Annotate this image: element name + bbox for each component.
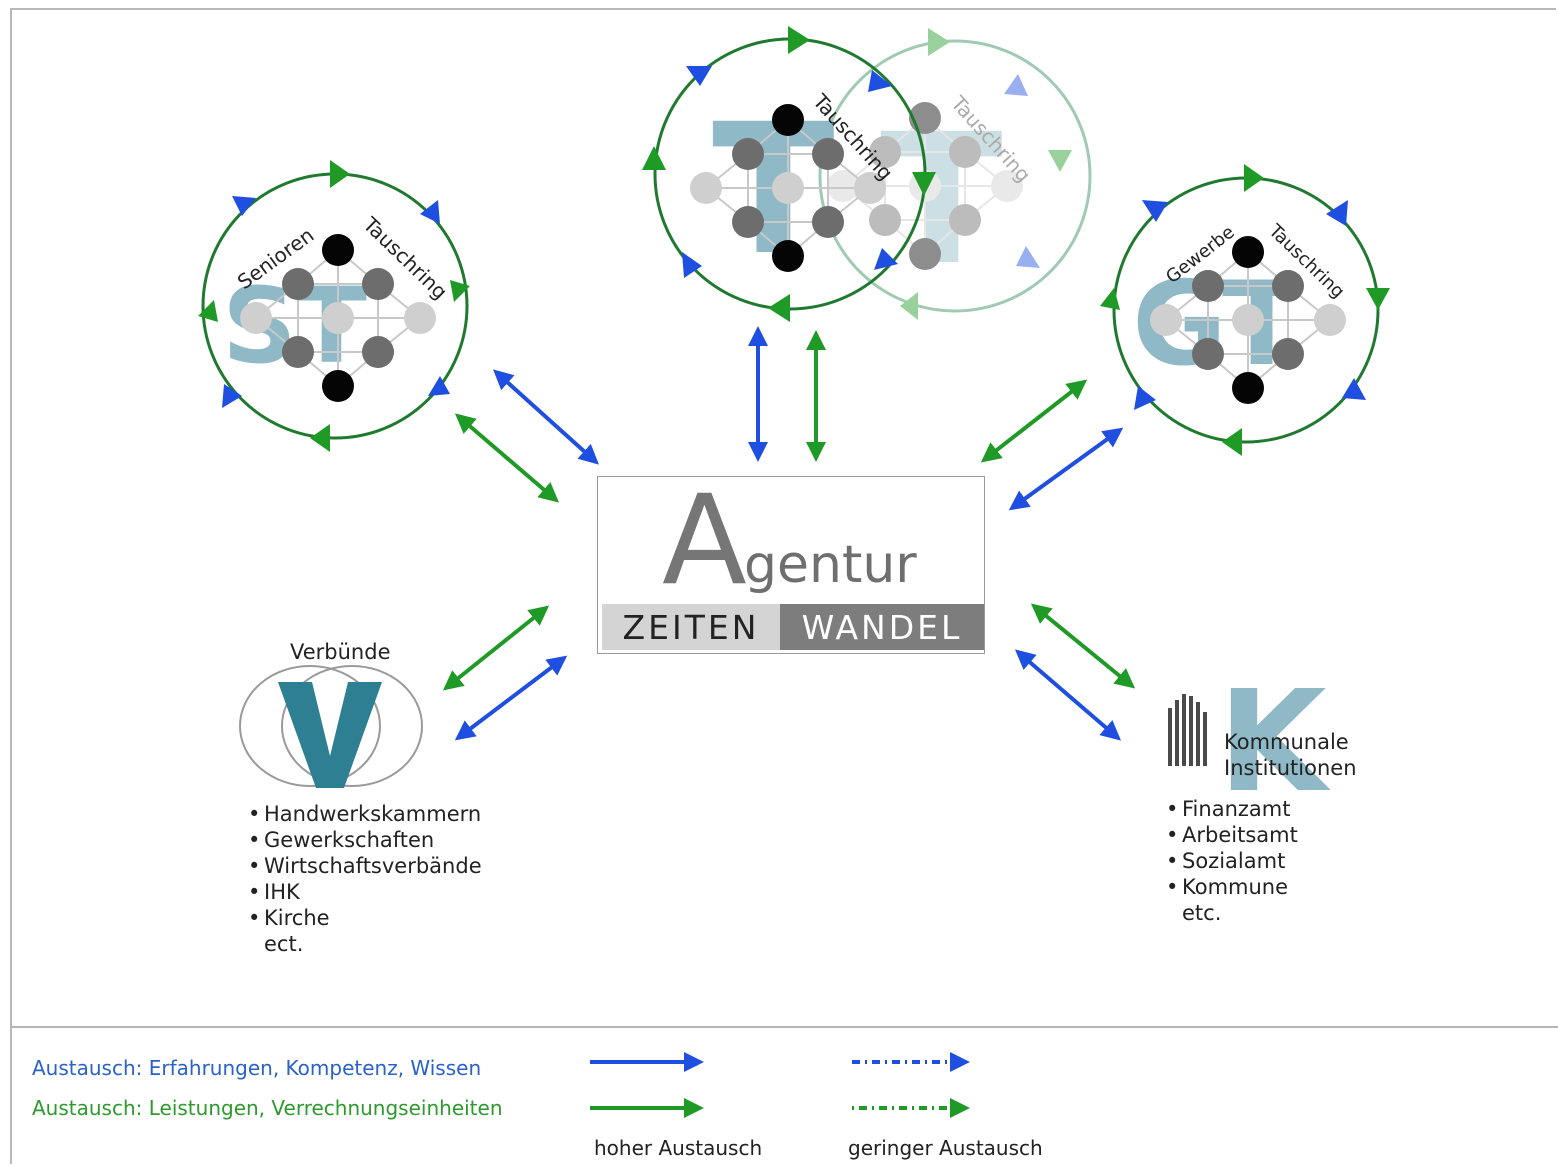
gewerbe-tauschring-group: G T Gewerbe Tauschring [1100,164,1390,456]
list-item: Kirche [246,905,482,931]
list-item: IHK [246,879,482,905]
logo-big-letter: A [662,469,747,613]
list-item: Kommune [1164,874,1298,900]
legend-high-label: hoher Austausch [594,1136,763,1160]
tauschring-ghost-direction-arrows [900,28,1072,320]
legend-green-label: Austausch: Leistungen, Verrechnungseinhe… [32,1096,503,1120]
kommunale-title-line2: Institutionen [1224,756,1357,780]
gewerbe-ring-direction-arrows [1100,164,1390,456]
arrow-bottom-left-green [442,605,550,691]
list-item: Finanzamt [1164,796,1298,822]
list-item: Arbeitsamt [1164,822,1298,848]
connector-arrows [442,326,1136,741]
verbuende-logo [239,665,423,788]
list-item: Sozialamt [1164,848,1298,874]
tauschring-ghost-circle [818,39,1092,313]
logo-band-zeiten: ZEITEN [602,604,780,650]
list-item: Handwerkskammern [246,801,482,827]
legend-low-label: geringer Austausch [848,1136,1043,1160]
arrow-top-left-blue [493,369,599,465]
arrow-bottom-right-blue [1014,649,1122,741]
kommunale-list: Finanzamt Arbeitsamt Sozialamt Kommune e… [1164,796,1298,926]
verbuende-title: Verbünde [290,640,391,664]
tauschring-main-direction-arrows [642,26,936,322]
logo-word-rest: gentur [744,535,917,595]
diagram-frame [10,8,1556,1164]
senioren-tauschring-group: S T Senioren Tauschring [198,160,470,452]
kommunale-title-line1: Kommunale [1224,730,1349,754]
arrow-top-right-green [980,379,1088,463]
arrow-bottom-left-blue [454,655,568,741]
arrow-top-left-green [454,413,560,503]
arrow-bottom-right-green [1030,603,1136,689]
legend-blue-label: Austausch: Erfahrungen, Kompetenz, Wisse… [32,1056,482,1080]
list-item: Wirtschaftsverbände [246,853,482,879]
tauschring-ghost-group: T Tauschring [818,28,1092,320]
legend-arrows [590,1052,970,1118]
logo-band-wandel: WANDEL [780,604,984,650]
senioren-ring-direction-arrows [198,160,470,452]
legend-divider [10,1026,1558,1028]
list-item: Gewerkschaften [246,827,482,853]
list-etc: etc. [1182,901,1222,925]
arrow-top-right-blue [1008,427,1124,511]
building-icon [1168,694,1207,766]
list-etc: ect. [264,932,304,956]
agentur-zeitenwandel-logo: A gentur ZEITEN WANDEL [597,476,985,654]
verbuende-list: Handwerkskammern Gewerkschaften Wirtscha… [246,801,482,957]
